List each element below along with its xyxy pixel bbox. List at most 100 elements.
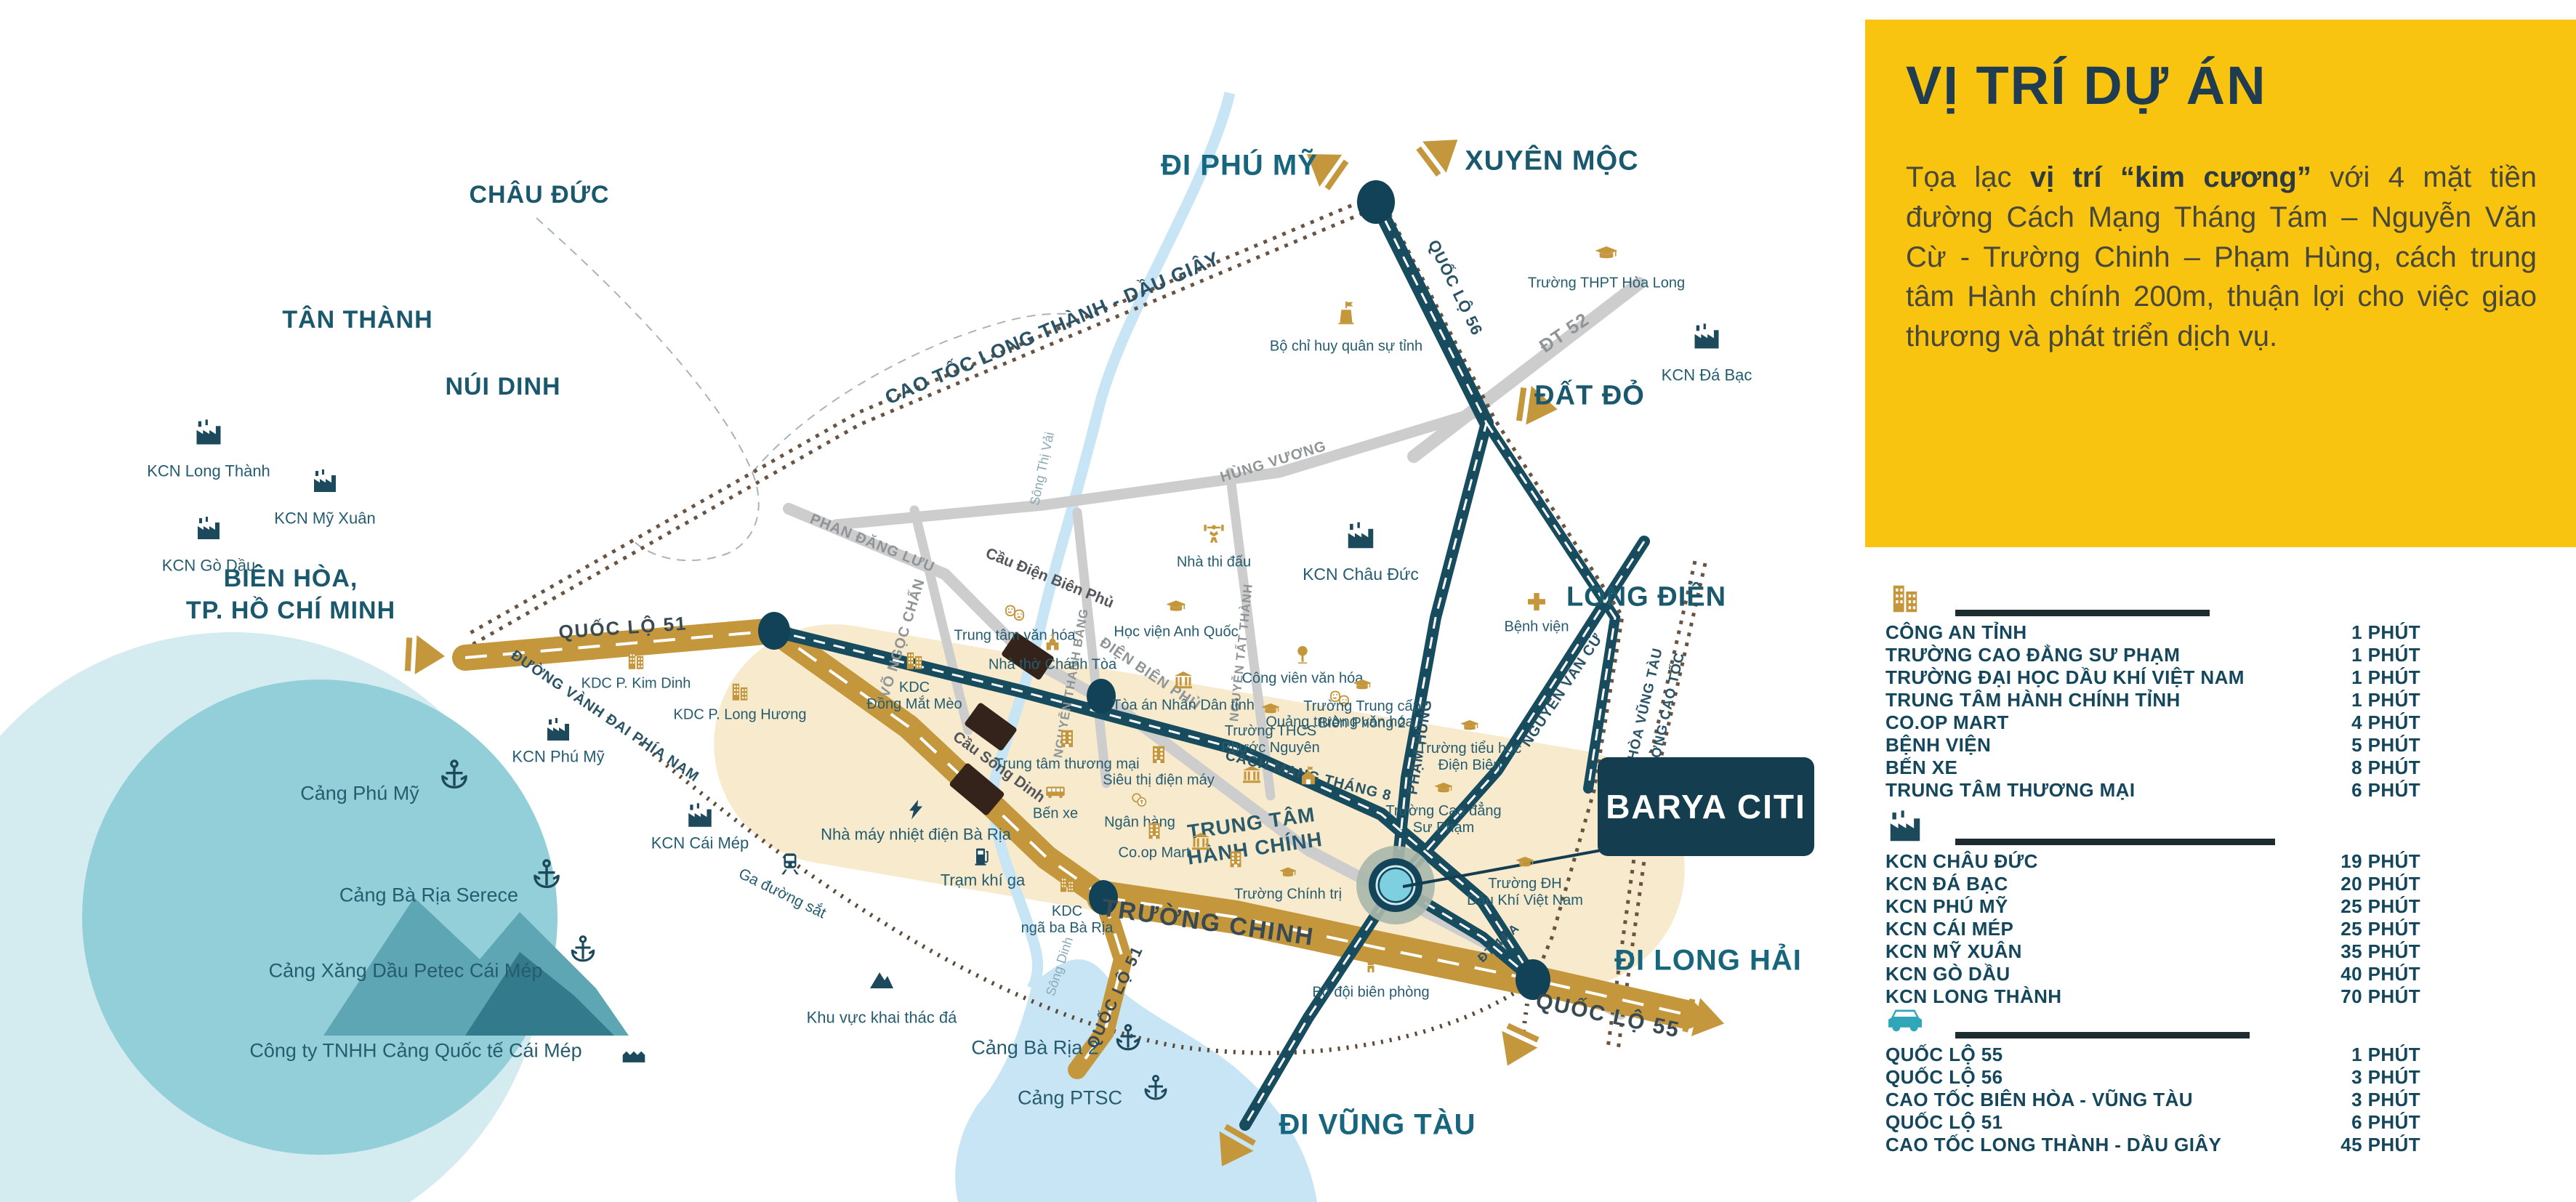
map-label-di-long-hai: ĐI LONG HẢI: [1614, 944, 1802, 977]
distance-row: BỆNH VIỆN 5 PHÚT: [1885, 734, 2420, 757]
poi-label-kcn-go-dau: KCN Gò Dầu: [161, 556, 256, 575]
poi-label-kdc-dong-mat-meo: KDC Đồng Mắt Mèo: [866, 679, 962, 712]
travel-time: 25 PHÚT: [2340, 918, 2420, 940]
court-icon: [1190, 831, 1212, 852]
travel-time: 1 PHÚT: [2351, 644, 2420, 666]
gradcap-icon: [1352, 676, 1372, 696]
travel-time: 6 PHÚT: [2351, 779, 2420, 801]
factory-icon: [310, 467, 339, 496]
travel-time: 40 PHÚT: [2340, 963, 2420, 985]
place-name: BỆNH VIỆN: [1885, 734, 1992, 756]
building-icon: [728, 679, 752, 703]
distance-row: CO.OP MART 4 PHÚT: [1885, 711, 2420, 734]
houseflag-icon: [1297, 765, 1319, 787]
poi-label-kdc-p-kim-dinh: KDC P. Kim Dinh: [581, 675, 691, 692]
place-name: KCN ĐÁ BẠC: [1885, 873, 2008, 895]
project-name: BARYA CITI: [1606, 788, 1806, 826]
building-icon: [624, 648, 648, 672]
map-label-xuyen-moc: XUYÊN MỘC: [1465, 145, 1639, 177]
poi-label-truong-thpt-hoa-long: Trường THPT Hòa Long: [1527, 275, 1686, 291]
map-canvas: [0, 92, 1725, 1202]
gradcap-icon: [1279, 864, 1297, 883]
city-center-zone: [714, 624, 1685, 989]
poi-label-kcn-cai-mep: KCN Cái Mép: [651, 834, 749, 852]
travel-time: 1 PHÚT: [2351, 666, 2420, 688]
expressway-dashed: [467, 195, 1707, 1051]
map-label-tan-thanh: TÂN THÀNH: [282, 305, 433, 334]
cross-icon: [1526, 591, 1547, 613]
travel-time: 5 PHÚT: [2351, 734, 2420, 756]
map-label-chau-duc: CHÂU ĐỨC: [469, 180, 610, 209]
place-name: QUỐC LỘ 51: [1885, 1111, 2003, 1133]
distance-row: TRƯỜNG CAO ĐẲNG SƯ PHẠM 1 PHÚT: [1885, 644, 2420, 666]
anchor-icon: [1141, 1073, 1170, 1102]
masks-icon: [1004, 602, 1026, 624]
factory-icon: [544, 715, 573, 744]
group-divider: [1955, 1032, 2250, 1038]
poi-label-kdc-p-long-huong: KDC P. Long Hương: [673, 706, 807, 723]
factory-icon: [685, 800, 715, 831]
poi-label-truong-tieu-hoc-dien-bien: Trường tiểu học Điện Biên: [1417, 741, 1522, 773]
distance-row: KCN LONG THÀNH 70 PHÚT: [1885, 985, 2420, 1008]
poi-label-trung-tam-thuong-mai: Trung tâm thương mại: [994, 756, 1140, 773]
poi-label-co-op-mart: Co.op Mart: [1118, 844, 1191, 861]
poi-label-trung-tam-van-hoa: Trung tâm văn hóa: [954, 627, 1076, 644]
travel-time: 25 PHÚT: [2340, 895, 2420, 917]
place-name: TRƯỜNG ĐẠI HỌC DẦU KHÍ VIỆT NAM: [1885, 666, 2245, 688]
gradcap-icon: [1165, 597, 1187, 618]
poi-label-ben-xe: Bến xe: [1032, 805, 1079, 822]
anchor-icon: [568, 934, 598, 964]
callout-line: [1402, 847, 1610, 888]
poi-label-cang-ptsc: Cảng PTSC: [1017, 1086, 1123, 1109]
travel-time: 70 PHÚT: [2340, 985, 2420, 1007]
travel-time: 45 PHÚT: [2340, 1134, 2420, 1155]
place-name: BẾN XE: [1885, 757, 1958, 778]
poi-label-cang-ba-ria-serece: Cảng Bà Rịa Serece: [339, 884, 519, 906]
map-label-long-dien: LONG ĐIỀN: [1566, 581, 1727, 613]
poi-label-cang-xang-dau-petec-cai-mep: Cảng Xăng Dầu Petec Cái Mép: [268, 959, 543, 982]
gradcap-icon: [1433, 779, 1454, 799]
group-divider: [1955, 839, 2275, 845]
place-name: KCN MỸ XUÂN: [1885, 940, 2022, 962]
poi-label-khu-vuc-khai-thac-da: Khu vực khai thác đá: [806, 1008, 957, 1027]
guard-icon: [1360, 953, 1382, 975]
building2-icon: [1055, 727, 1079, 750]
intro-paragraph: Tọa lạc vị trí “kim cương” với 4 mặt tiề…: [1906, 158, 2537, 357]
poi-label-kcn-my-xuan: KCN Mỹ Xuân: [274, 509, 376, 528]
poi-label-truong-dh-dau-khi-viet-nam: Trường ĐH Dầu Khí Việt Nam: [1467, 876, 1583, 908]
poi-label-nha-may-nhiet-dien-ba-ria: Nhà máy nhiệt điện Bà Rịa: [821, 825, 1011, 844]
place-name: TRƯỜNG CAO ĐẲNG SƯ PHẠM: [1885, 644, 2181, 666]
poi-label-nha-tho-chanh-toa: Nhà thờ Chánh Tòa: [988, 656, 1117, 673]
place-name: CO.OP MART: [1885, 711, 2009, 733]
anchor-icon: [530, 858, 563, 891]
weightlifter-icon: [1202, 521, 1226, 546]
poi-label-benh-vien: Bệnh viện: [1504, 618, 1569, 635]
court-icon: [1241, 764, 1263, 786]
place-name: CÔNG AN TỈNH: [1885, 621, 2027, 643]
poi-label-kcn-phu-my: KCN Phú Mỹ: [512, 747, 605, 766]
poi-label-truong-cao-dang-su-pham: Trường Cao đẳng Sư Phạm: [1385, 803, 1502, 836]
place-name: CAO TỐC LONG THÀNH - DẦU GIÂY: [1885, 1134, 2222, 1155]
title-panel: VỊ TRÍ DỰ ÁN Tọa lạc vị trí “kim cương” …: [1865, 20, 2576, 547]
poi-label-cong-vien-van-hoa: Công viên văn hóa: [1241, 670, 1364, 687]
railway-line: [638, 741, 1533, 1055]
travel-time: 4 PHÚT: [2351, 711, 2420, 733]
place-name: KCN LONG THÀNH: [1885, 985, 2062, 1007]
flag-icon: [1332, 299, 1360, 326]
place-name: CAO TỐC BIÊN HÒA - VŨNG TÀU: [1885, 1089, 2193, 1110]
travel-time: 35 PHÚT: [2340, 940, 2420, 962]
map-label-di-phu-my: ĐI PHÚ MỸ: [1161, 149, 1318, 182]
car-icon: [1885, 1000, 1925, 1039]
distance-row: KCN MỸ XUÂN 35 PHÚT: [1885, 940, 2420, 963]
gradcap-icon: [1594, 242, 1619, 267]
